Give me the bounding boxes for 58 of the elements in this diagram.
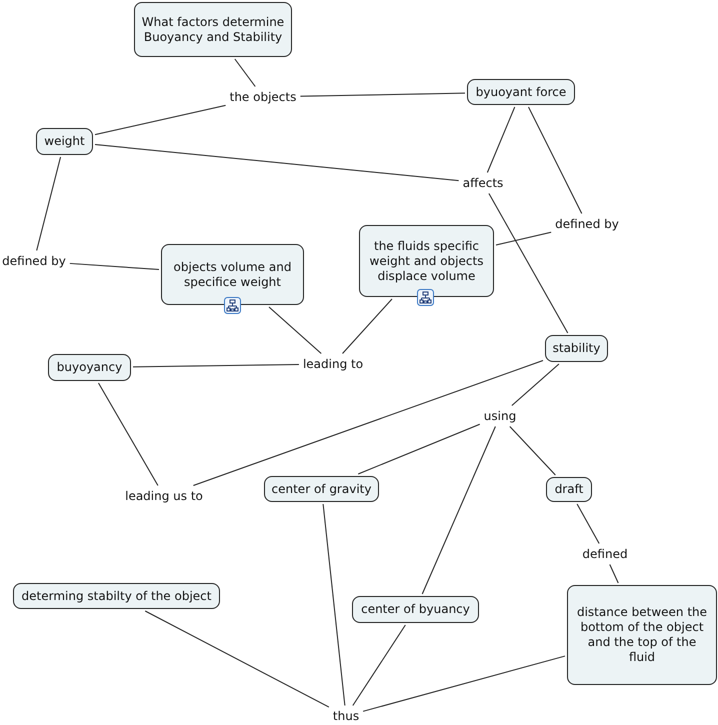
concept-label: What factors determine Buoyancy and Stability [141, 14, 285, 44]
connector-line [300, 92, 466, 97]
concept-label: the fluids specific weight and objects displace volume [368, 238, 484, 284]
concept-box [352, 596, 479, 623]
connector-line [486, 106, 516, 173]
concept-label: determing stabilty of the object [22, 588, 212, 604]
concept-box [359, 225, 494, 297]
connector-line [576, 504, 600, 544]
connector-line [511, 364, 560, 406]
concept-box [161, 244, 304, 305]
concept-label: defined [582, 546, 628, 560]
concept-label: thus [332, 708, 360, 722]
connector-line [192, 360, 544, 486]
concept-box [36, 128, 93, 155]
connector-line [509, 426, 556, 476]
concept-box [567, 585, 717, 685]
connector-line [268, 306, 322, 354]
concept-label: the objects [230, 90, 296, 104]
connector-line [234, 58, 256, 87]
connector-line [144, 610, 330, 708]
concept-box [264, 476, 379, 502]
concept-label: leading to [302, 356, 364, 370]
connector-line [488, 193, 568, 334]
concept-label: defined by [555, 216, 619, 230]
connector-line [98, 382, 158, 486]
concept-box [467, 79, 575, 105]
connector-line [36, 156, 62, 251]
concept-box [13, 583, 220, 609]
concept-box [546, 477, 592, 502]
connector-line [94, 104, 226, 136]
concept-label: center of gravity [272, 482, 372, 496]
connector-line [422, 426, 496, 594]
concept-label: leading us to [125, 488, 203, 502]
connector-line [352, 624, 406, 706]
concept-label: center of byuancy [361, 602, 470, 617]
concept-label: defined by [2, 254, 66, 268]
concept-label: buyoyancy [56, 360, 122, 375]
concept-label: stability [552, 341, 600, 356]
connector-line [528, 106, 582, 214]
concept-label: weight [44, 134, 85, 149]
concept-label: distance between the bottom of the object and the top of the fluid [576, 605, 708, 665]
connector-line [342, 298, 392, 354]
connector-line [609, 564, 619, 584]
concept-box [134, 2, 292, 57]
connector-line [362, 656, 566, 712]
connector-line [132, 364, 300, 368]
connector-line [322, 504, 346, 706]
concept-label: byuoyant force [476, 84, 566, 100]
concept-box [48, 354, 131, 381]
connector-line [358, 424, 480, 474]
connector-line [69, 262, 160, 270]
concept-label: affects [462, 176, 504, 190]
concept-label: draft [554, 482, 584, 497]
concept-label: using [484, 408, 516, 422]
concept-label: objects volume and specifice weight [172, 260, 292, 290]
connector-line [94, 144, 460, 182]
connector-line [496, 232, 552, 246]
concept-box [545, 335, 608, 362]
